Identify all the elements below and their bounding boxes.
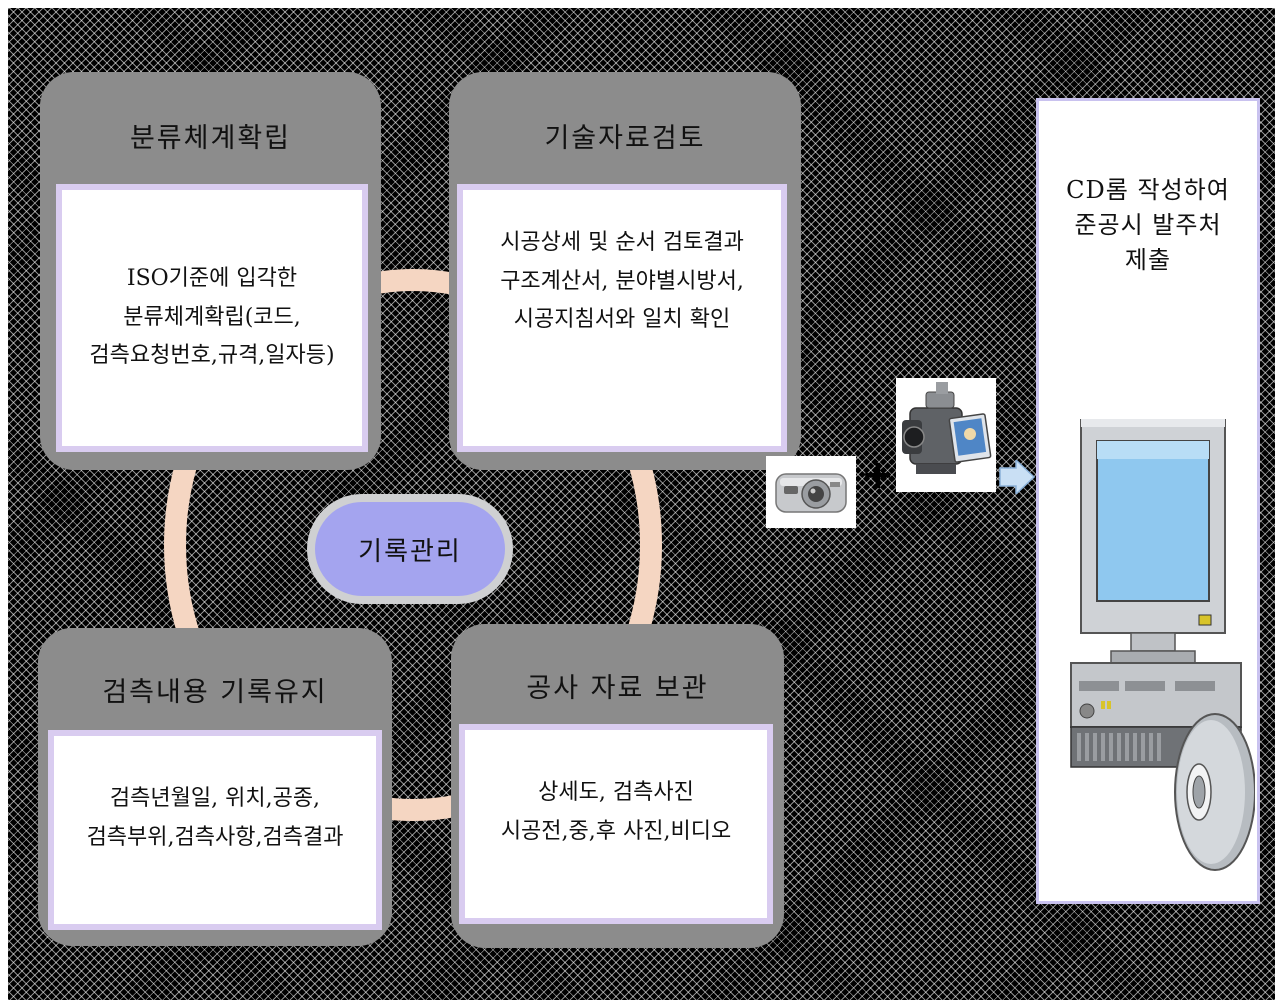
card-inspection-record-body: 검측년월일, 위치,공종, 검측부위,검측사항,검측결과	[48, 730, 382, 930]
cd-rom-icon	[1174, 713, 1255, 871]
camera-icon	[775, 473, 847, 513]
center-record-management: 기록관리	[307, 494, 513, 604]
center-label: 기록관리	[315, 502, 505, 596]
camcorder-photo	[896, 378, 996, 492]
card-tech-review: 기술자료검토 시공상세 및 순서 검토결과 구조계산서, 분야별시방서, 시공지…	[449, 72, 801, 470]
arrow-right-icon	[999, 460, 1036, 494]
plus-sign: +	[861, 452, 895, 498]
card-tech-review-text: 시공상세 및 순서 검토결과 구조계산서, 분야별시방서, 시공지침서와 일치 …	[500, 230, 744, 332]
camcorder-icon	[902, 382, 992, 474]
card-tech-review-body: 시공상세 및 순서 검토결과 구조계산서, 분야별시방서, 시공지침서와 일치 …	[457, 184, 787, 452]
card-classification-body: ISO기준에 입각한 분류체계확립(코드, 검측요청번호,규격,일자등)	[56, 184, 368, 452]
card-data-storage-text: 상세도, 검측사진 시공전,중,후 사진,비디오	[500, 780, 732, 844]
cycle-ring-path	[164, 269, 662, 821]
card-classification-text: ISO기준에 입각한 분류체계확립(코드, 검측요청번호,규격,일자등)	[89, 266, 335, 369]
card-classification: 분류체계확립 ISO기준에 입각한 분류체계확립(코드, 검측요청번호,규격,일…	[40, 72, 381, 470]
computer-icon	[1070, 419, 1242, 768]
card-inspection-record-text: 검측년월일, 위치,공종, 검측부위,검측사항,검측결과	[86, 786, 344, 850]
submission-text: CD롬 작성하여 준공시 발주처 제출	[1066, 176, 1230, 274]
card-tech-review-title: 기술자료검토	[544, 123, 706, 154]
camera-photo	[766, 456, 856, 528]
card-data-storage: 공사 자료 보관 상세도, 검측사진 시공전,중,후 사진,비디오	[451, 624, 784, 948]
card-data-storage-title: 공사 자료 보관	[526, 673, 709, 704]
card-classification-title: 분류체계확립	[129, 123, 292, 154]
card-inspection-record: 검측내용 기록유지 검측년월일, 위치,공종, 검측부위,검측사항,검측결과	[38, 628, 392, 946]
submission-panel: CD롬 작성하여 준공시 발주처 제출	[1036, 98, 1260, 904]
card-data-storage-body: 상세도, 검측사진 시공전,중,후 사진,비디오	[459, 724, 773, 924]
card-inspection-record-title: 검측내용 기록유지	[102, 677, 328, 708]
